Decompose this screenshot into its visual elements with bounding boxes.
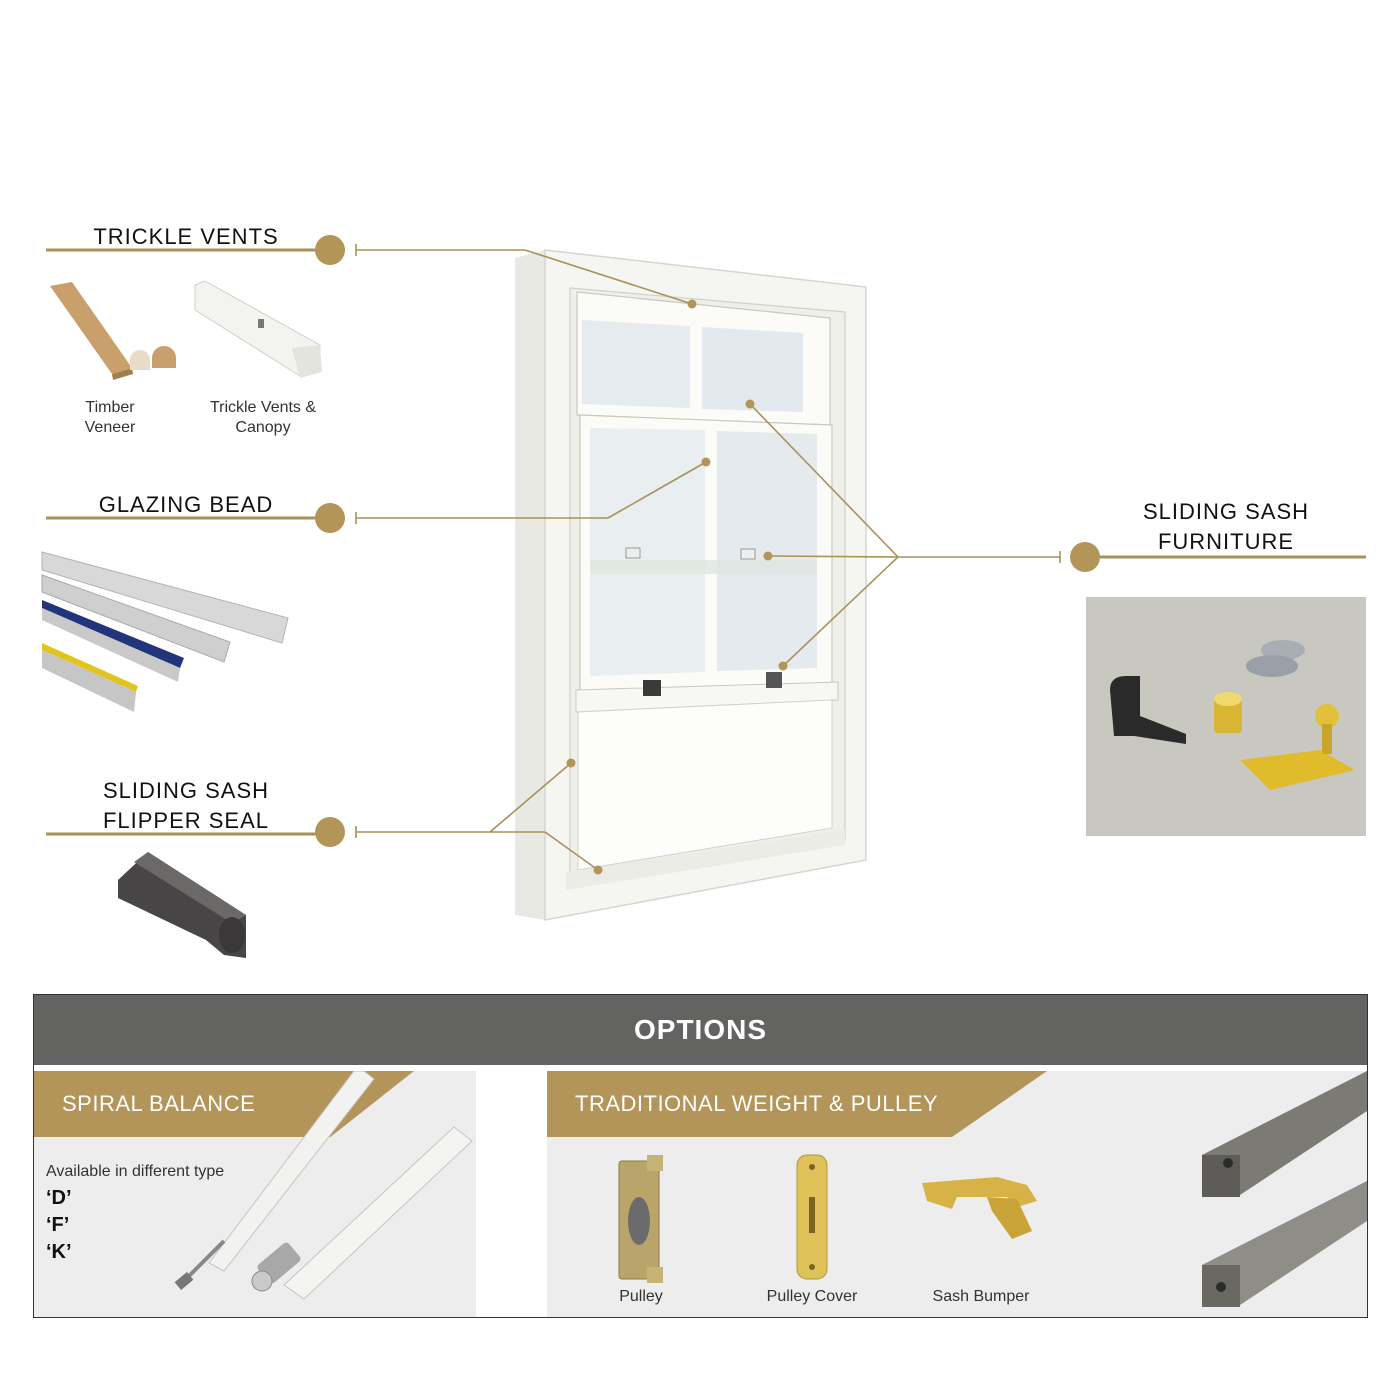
weight-pulley-title: TRADITIONAL WEIGHT & PULLEY [547,1071,1047,1137]
pulley-cover-image [796,1154,828,1280]
spiral-type-d: ‘D’ [46,1187,72,1209]
spiral-type-k: ‘K’ [46,1241,72,1263]
sash-furniture-label-line2: FURNITURE [1157,529,1295,554]
trickle-vents-canopy-caption-line2: Canopy [235,419,291,436]
pulley-image [618,1155,663,1283]
sash-bumper-image [922,1177,1037,1239]
trickle-vents-canopy-caption: Trickle Vents & Canopy [192,398,334,438]
options-header: OPTIONS [34,995,1367,1065]
glazing-bead-label: GLAZING BEAD [98,492,274,517]
pulley-cover-caption: Pulley Cover [766,1288,858,1305]
timber-veneer-caption-line1: Timber [85,399,135,416]
callout-markers [315,235,1100,875]
window-diagram [41,235,1366,958]
spiral-balance-image [174,1071,473,1300]
spiral-available-text: Available in different type [46,1163,225,1180]
options-panel: OPTIONS SPIRAL BALANCE Available in diff… [33,994,1368,1318]
timber-veneer-caption-line2: Veneer [84,419,136,436]
flipper-seal-label: SLIDING SASH FLIPPER SEAL [46,776,326,836]
flipper-seal-label-line2: FLIPPER SEAL [102,808,270,833]
glazing-bead-image [41,551,289,712]
weight-pulley-panel: TRADITIONAL WEIGHT & PULLEY [547,1071,1367,1317]
trickle-vents-label: TRICKLE VENTS [93,224,279,249]
pulley-caption: Pulley [619,1288,663,1305]
sash-furniture-label-line1: SLIDING SASH [1142,499,1310,524]
sash-weights-image [1202,1071,1367,1307]
sash-furniture-image [1086,597,1366,836]
spiral-type-f: ‘F’ [46,1214,70,1236]
spiral-balance-panel: SPIRAL BALANCE Available in different ty… [34,1071,476,1317]
flipper-seal-label-line1: SLIDING SASH [102,778,270,803]
timber-veneer-caption: Timber Veneer [50,398,170,438]
timber-veneer-image [50,282,176,380]
sash-furniture-label: SLIDING SASH FURNITURE [1086,497,1366,557]
sash-window-image [515,249,867,921]
leader-lines [46,248,1366,836]
sash-bumper-caption: Sash Bumper [932,1288,1030,1305]
trickle-vents-canopy-caption-line1: Trickle Vents & [209,399,317,416]
flipper-seal-image [118,852,246,958]
trickle-vent-canopy-image [194,280,322,378]
weight-pulley-images [618,1071,1367,1307]
